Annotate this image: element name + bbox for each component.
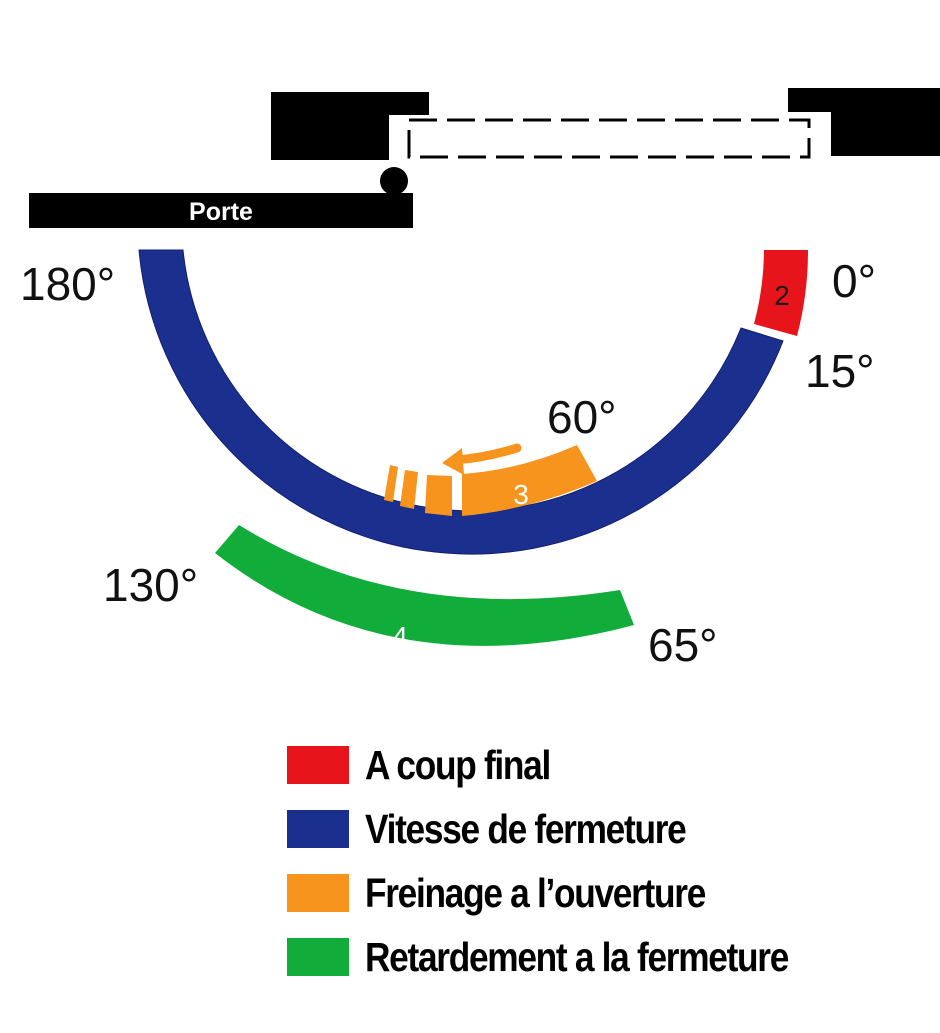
zone-3-arc bbox=[462, 445, 597, 516]
swatch-blue bbox=[287, 810, 349, 848]
legend-item-closing-speed: Vitesse de fermeture bbox=[287, 804, 738, 854]
angle-130-label: 130° bbox=[103, 559, 198, 611]
legend-label: Freinage a l’ouverture bbox=[365, 869, 706, 916]
swatch-green bbox=[287, 938, 349, 976]
closed-door-outline bbox=[407, 118, 811, 159]
zone-2-number: 2 bbox=[774, 280, 790, 311]
zone-1-number: 1 bbox=[452, 551, 468, 582]
wall-right bbox=[788, 88, 940, 156]
angle-0-label: 0° bbox=[832, 255, 876, 307]
zone-3-number: 3 bbox=[513, 479, 529, 510]
zone-3-fade-3 bbox=[384, 465, 398, 502]
zone-2-arc bbox=[754, 250, 809, 336]
angle-60-label: 60° bbox=[547, 391, 617, 443]
arrow-head bbox=[442, 448, 464, 475]
legend-item-final-jolt: A coup final bbox=[287, 740, 580, 790]
swatch-red bbox=[287, 746, 349, 784]
arrow-left-icon bbox=[450, 443, 522, 465]
zone-1-arc bbox=[138, 249, 784, 555]
angle-65-label: 65° bbox=[648, 619, 718, 671]
zone-4-number: 4 bbox=[392, 621, 408, 652]
swatch-orange bbox=[287, 874, 349, 912]
angle-15-label: 15° bbox=[805, 345, 875, 397]
zone-3-fade-1 bbox=[425, 475, 452, 516]
legend-label: Vitesse de fermeture bbox=[365, 805, 687, 852]
zone-4-arc bbox=[215, 525, 634, 646]
legend-label: Retardement a la fermeture bbox=[365, 933, 789, 980]
legend-item-opening-brake: Freinage a l’ouverture bbox=[287, 868, 760, 918]
wall-left bbox=[271, 92, 429, 160]
hinge-icon bbox=[380, 167, 408, 195]
legend-item-delayed-closing: Retardement a la fermeture bbox=[287, 932, 857, 982]
door-label: Porte bbox=[189, 198, 253, 226]
angle-180-label: 180° bbox=[20, 258, 115, 310]
legend-label: A coup final bbox=[365, 741, 551, 788]
zone-3-fade-2 bbox=[400, 470, 418, 509]
door-bar bbox=[29, 193, 413, 228]
